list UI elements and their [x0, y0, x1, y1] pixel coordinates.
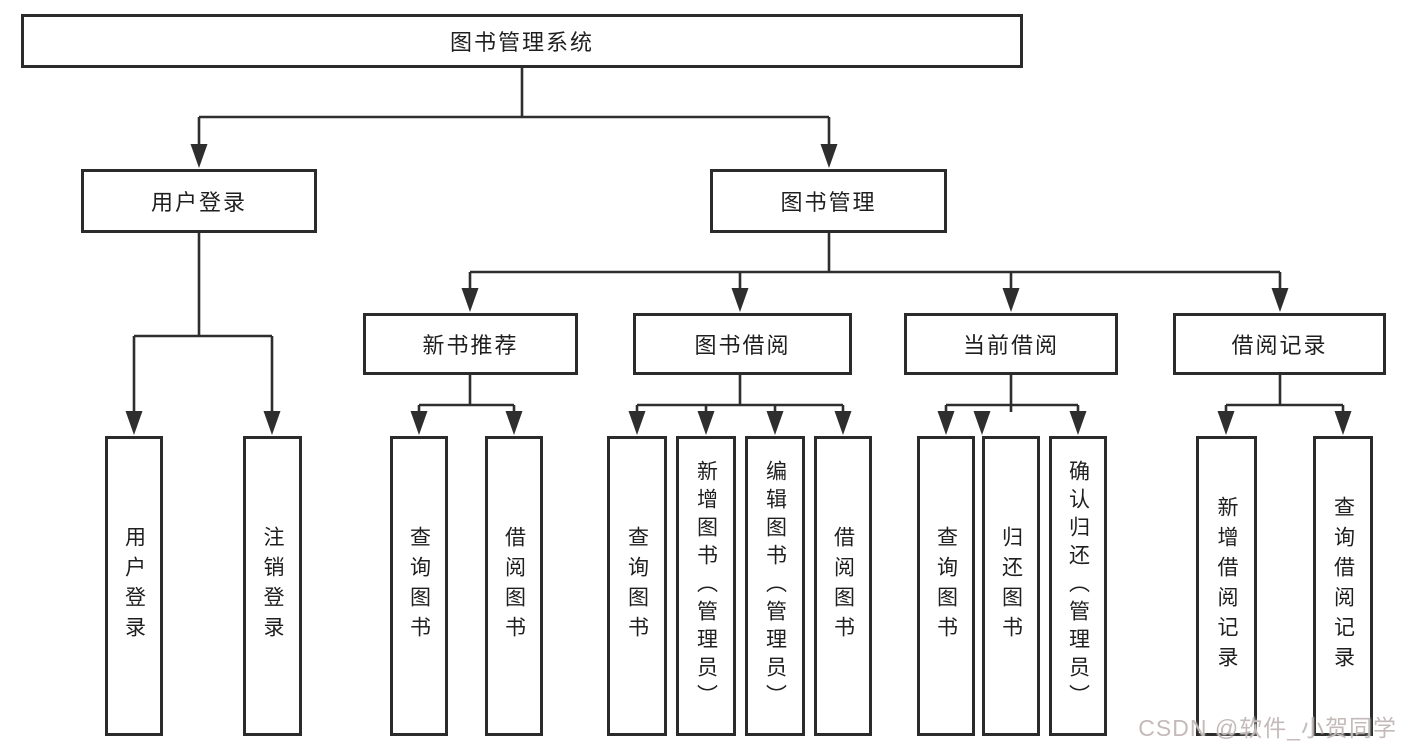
node-book-borrow: 图书借阅: [633, 313, 852, 375]
leaf-add-borrow-record-label: 新增借阅记录: [1215, 496, 1238, 676]
leaf-borrow-book-2: 借阅图书: [814, 436, 872, 736]
leaf-add-book-admin-label: 新增图书（管理员）: [694, 460, 718, 712]
leaf-confirm-return-admin-label: 确认归还（管理员）: [1066, 460, 1090, 712]
node-current-borrow-label: 当前借阅: [962, 333, 1059, 358]
leaf-query-borrow-record-label: 查询借阅记录: [1331, 496, 1355, 676]
leaf-borrow-book-1: 借阅图书: [485, 436, 543, 736]
node-book-borrow-label: 图书借阅: [694, 333, 791, 358]
leaf-user-login: 用户登录: [105, 436, 163, 736]
leaf-confirm-return-admin: 确认归还（管理员）: [1049, 436, 1107, 736]
leaf-return-book: 归还图书: [982, 436, 1040, 736]
leaf-borrow-book-1-label: 借阅图书: [502, 526, 526, 646]
node-new-book-recommend: 新书推荐: [363, 313, 578, 375]
leaf-add-book-admin: 新增图书（管理员）: [676, 436, 736, 736]
leaf-query-book-3-label: 查询图书: [934, 526, 958, 646]
leaf-return-book-label: 归还图书: [999, 526, 1023, 646]
node-user-login-label: 用户登录: [150, 190, 247, 215]
leaf-logout-login: 注销登录: [243, 436, 302, 736]
leaf-query-book-2: 查询图书: [607, 436, 667, 736]
node-current-borrow: 当前借阅: [904, 313, 1118, 375]
leaf-query-book-1-label: 查询图书: [407, 526, 431, 646]
leaf-add-borrow-record: 新增借阅记录: [1196, 436, 1257, 736]
node-borrow-record: 借阅记录: [1173, 313, 1386, 375]
leaf-query-book-2-label: 查询图书: [625, 526, 649, 646]
node-root-label: 图书管理系统: [449, 30, 594, 55]
node-book-management: 图书管理: [710, 169, 947, 233]
leaf-query-borrow-record: 查询借阅记录: [1313, 436, 1373, 736]
leaf-query-book-3: 查询图书: [917, 436, 975, 736]
leaf-edit-book-admin: 编辑图书（管理员）: [745, 436, 805, 736]
leaf-logout-login-label: 注销登录: [261, 526, 284, 646]
leaf-user-login-label: 用户登录: [122, 526, 146, 646]
node-root: 图书管理系统: [21, 14, 1023, 68]
leaf-query-book-1: 查询图书: [390, 436, 448, 736]
node-user-login: 用户登录: [81, 169, 317, 233]
node-book-management-label: 图书管理: [780, 190, 877, 215]
node-borrow-record-label: 借阅记录: [1231, 333, 1328, 358]
leaf-edit-book-admin-label: 编辑图书（管理员）: [763, 460, 787, 712]
node-new-book-recommend-label: 新书推荐: [422, 333, 519, 358]
leaf-borrow-book-2-label: 借阅图书: [831, 526, 855, 646]
csdn-watermark: CSDN @软件_小贺同学: [1138, 715, 1397, 741]
arrowhead-icons: [125, 144, 1352, 435]
